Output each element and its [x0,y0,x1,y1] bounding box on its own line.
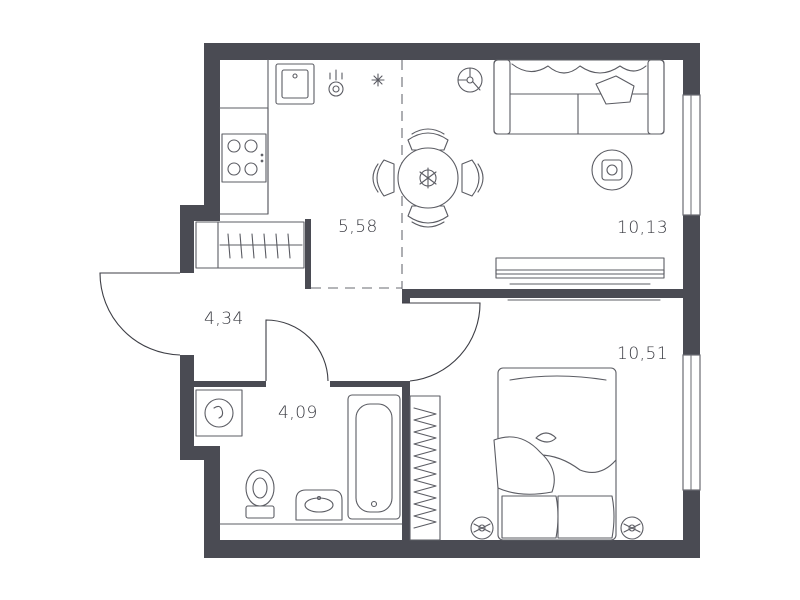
dining-table [372,128,484,228]
washbasin-icon [295,489,343,521]
sink-icon [275,63,315,105]
windows [682,94,701,491]
tv-unit-icon [495,257,665,285]
bathroom-area-label: 4,09 [278,403,318,423]
bedroom-fixtures [409,299,661,541]
hallway-fixtures [99,221,481,382]
wardrobe-icon [195,221,305,269]
nightstand-right-icon [620,516,644,540]
bathroom-fixtures [195,389,403,525]
pouf-icon [591,149,633,191]
nightstand-left-icon [470,516,494,540]
toilet-icon [245,469,275,519]
hallway-area-label: 4,34 [204,309,244,329]
kitchen-door [402,302,481,382]
bedroom-wardrobe-icon [409,395,441,541]
bathroom-door [265,319,329,382]
living-room-area-label: 10,13 [617,218,668,238]
bed-icon [493,367,617,541]
plant-icon [457,67,483,93]
kitchen-area-label: 5,58 [338,217,378,237]
entrance-door [99,272,181,356]
sofa-icon [493,59,665,135]
bedroom-area-label: 10,51 [617,344,668,364]
bathtub-icon [347,394,401,520]
tap-icon [328,81,344,97]
stove-icon [221,133,267,183]
washing-machine-icon [195,389,243,437]
lamp-icon [371,73,385,87]
kitchen-fixtures [219,59,403,289]
living-fixtures [457,59,665,285]
